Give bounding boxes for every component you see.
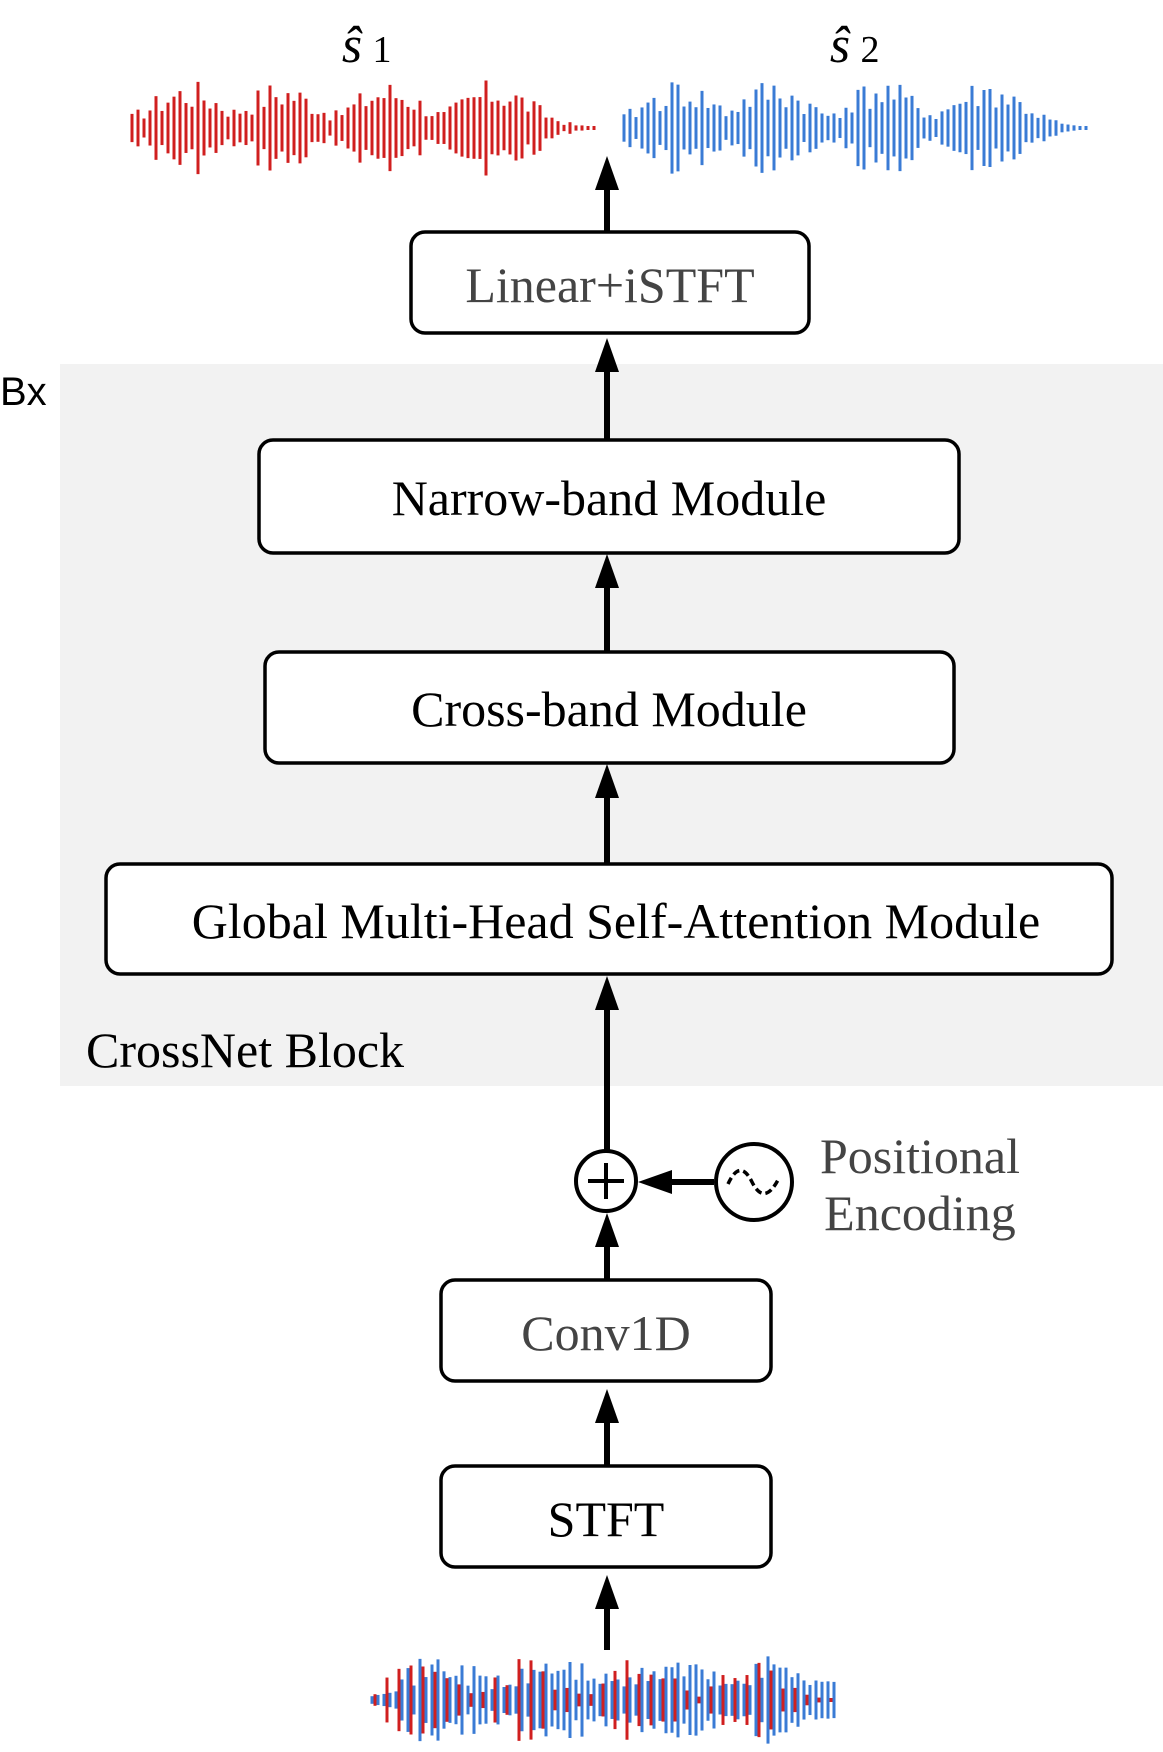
narrow-band-module-box: Narrow-band Module bbox=[257, 438, 961, 555]
output-label-s1: ŝ 1 bbox=[342, 17, 392, 74]
svg-text:Global Multi-Head Self-Attenti: Global Multi-Head Self-Attention Module bbox=[192, 893, 1040, 949]
svg-text:Encoding: Encoding bbox=[824, 1185, 1016, 1241]
svg-text:2: 2 bbox=[861, 29, 880, 71]
output-waveform-s2 bbox=[622, 82, 1088, 174]
svg-text:1: 1 bbox=[373, 29, 392, 71]
svg-text:Positional: Positional bbox=[820, 1128, 1020, 1184]
svg-text:Cross-band Module: Cross-band Module bbox=[411, 681, 807, 737]
global-mhsa-module-box: Global Multi-Head Self-Attention Module bbox=[104, 862, 1114, 976]
positional-encoding-icon bbox=[714, 1142, 794, 1222]
addition-node bbox=[574, 1149, 638, 1213]
conv1d-box: Conv1D bbox=[439, 1278, 773, 1383]
svg-text:STFT: STFT bbox=[548, 1491, 665, 1547]
output-label-s2: ŝ 2 bbox=[830, 17, 880, 74]
svg-text:ŝ: ŝ bbox=[342, 17, 363, 74]
stft-box: STFT bbox=[439, 1464, 773, 1569]
svg-text:Conv1D: Conv1D bbox=[521, 1305, 690, 1361]
input-mixture-waveform bbox=[370, 1656, 836, 1744]
block-repeat-label: Bx bbox=[0, 370, 47, 414]
crossnet-block-label: CrossNet Block bbox=[86, 1022, 404, 1078]
output-waveform-s1 bbox=[130, 80, 596, 176]
svg-text:ŝ: ŝ bbox=[830, 17, 851, 74]
arrows bbox=[595, 156, 714, 1650]
cross-band-module-box: Cross-band Module bbox=[263, 650, 956, 765]
svg-text:Linear+iSTFT: Linear+iSTFT bbox=[465, 257, 754, 313]
linear-istft-box: Linear+iSTFT bbox=[409, 230, 811, 335]
positional-encoding-label: Positional Encoding bbox=[820, 1128, 1020, 1241]
svg-text:Narrow-band Module: Narrow-band Module bbox=[392, 470, 827, 526]
